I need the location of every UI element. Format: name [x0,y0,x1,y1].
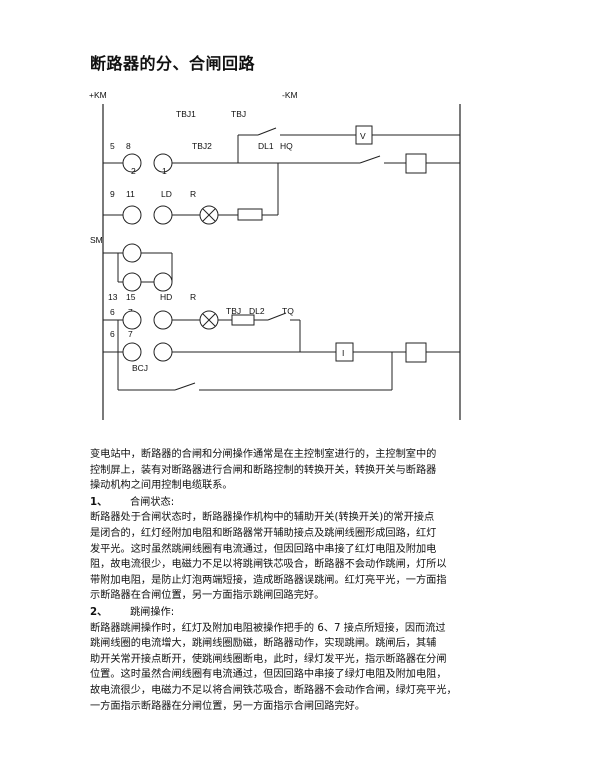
section-2-number: 2、 [90,606,108,618]
switch-contact-sm-c [153,272,173,292]
section-1-line: 阻，故电流很少，电磁力不足以将跳闸铁芯吸合，断路器不会动作跳闸，灯所以 [90,559,447,571]
contact-dl1-open [359,155,381,164]
page-title: 断路器的分、合闸回路 [90,54,256,73]
label-i: I [342,348,344,358]
contact-bcj-open [174,382,196,391]
intro-line: 控制屏上，装有对断路器进行合闸和断路控制的转换开关，转换开关与断路器 [90,464,437,476]
switch-contact-13 [122,310,142,330]
switch-contact-9 [122,205,142,225]
switch-contact-11 [153,205,173,225]
intro-line: 操动机构之间用控制电缆联系。 [90,480,233,492]
section-1-line: 断路器处于合闸状态时，断路器操作机构中的辅助开关(转换开关)的常开接点 [90,512,435,524]
green-lamp-x2 [202,208,216,222]
switch-contact-7 [153,342,173,362]
section-1-title: 合闸状态: [130,496,175,508]
label-tbj2: TBJ2 [192,141,212,151]
label-r1: R [190,189,196,199]
section-2-line: 断路器跳闸操作时，红灯及附加电阻被操作把手的 6、7 接点所短接，因而流过 [90,622,446,634]
contact-dl2-open [267,312,287,321]
switch-contact-15 [153,310,173,330]
label-5: 5 [110,141,115,151]
section-1-line: 带附加电阻，是防止灯泡两端短接，造成断路器误跳闸。红灯亮平光，一方面指 [90,574,447,586]
switch-contact-6 [122,342,142,362]
trip-coil-box [405,342,427,363]
label-dl2: DL2 [249,306,265,316]
label-tbj1: TBJ1 [176,109,196,119]
body-text: 变电站中，断路器的合闸和分闸操作通常是在主控制室进行的，主控制室中的 控制屏上，… [90,447,530,714]
switch-contact-sm-b [122,272,142,292]
red-lamp-x2 [202,313,216,327]
label-9: 9 [110,189,115,199]
label-hq: HQ [280,141,293,151]
section-2-line: 跳闸线圈的电流增大，跳闸线圈励磁，断路器动作，实现跳闸。跳闸后，其辅 [90,638,437,650]
section-1-line: 示断路器在合闸位置，另一方面指示跳闸回路完好。 [90,590,325,602]
label-r2: R [190,292,196,302]
label-6b: 6 [110,329,115,339]
section-1-line: 是闭合的，红灯经附加电阻和断路器常开辅助接点及跳闸线圈形成回路，红灯 [90,527,437,539]
section-1-heading: 1、 合闸状态: [90,495,530,511]
section-1-number: 1、 [90,496,108,508]
label-2: 2 [131,166,136,176]
section-1-line: 发平光。这时虽然跳闸线圈有电流通过，但因回路中串接了红灯电阻及附加电 [90,543,437,555]
label-plus-km: +KM [89,90,107,100]
label-sm: SM [90,235,103,245]
resistor-r1 [237,208,263,221]
label-ld: LD [161,189,172,199]
label-dl1: DL1 [258,141,274,151]
section-2-line: 位置。这时虽然合闸线圈有电流通过，但因回路中串接了绿灯电阻及附加电阻， [90,669,447,681]
resistor-r2 [231,314,255,326]
label-11: 11 [126,189,135,199]
section-2-heading: 2、 跳闸操作: [90,605,530,621]
circuit-diagram: +KM -KM TBJ1 TBJ V 5 8 TBJ2 DL1 HQ 2 1 9… [89,90,461,420]
intro-line: 变电站中，断路器的合闸和分闸操作通常是在主控制室进行的，主控制室中的 [90,449,437,460]
label-13: 13 [108,292,118,302]
switch-contact-sm-a [122,243,142,263]
section-2-title: 跳闸操作: [130,606,175,618]
label-8: 8 [126,141,131,151]
switch-contact-5 [122,153,142,173]
section-2-line: 故电流很少，电磁力不足以将合闸铁芯吸合，断路器不会动作合闸，绿灯亮平光， [90,684,457,696]
closing-coil-box [405,153,427,174]
label-tbj: TBJ [231,109,246,119]
label-7b: 7 [128,329,133,339]
label-bcj: BCJ [132,363,148,373]
section-2-line: 助开关常开接点断开，使跳闸线圈断电，此时，绿灯发平光，指示断路器在分闸 [90,653,447,665]
label-minus-km: -KM [282,90,298,100]
current-relay-box [335,342,354,362]
label-hd: HD [160,292,172,302]
label-tbj3: TBJ [226,306,241,316]
label-6a: 6 [110,307,115,317]
label-v: V [360,131,366,141]
label-15: 15 [126,292,136,302]
section-2-line: 一方面指示断路器在分闸位置，另一方面指示合闸回路完好。 [90,700,366,712]
contact-tbj-open [257,127,277,136]
label-tq: TQ [282,306,294,316]
label-1: 1 [162,166,167,176]
